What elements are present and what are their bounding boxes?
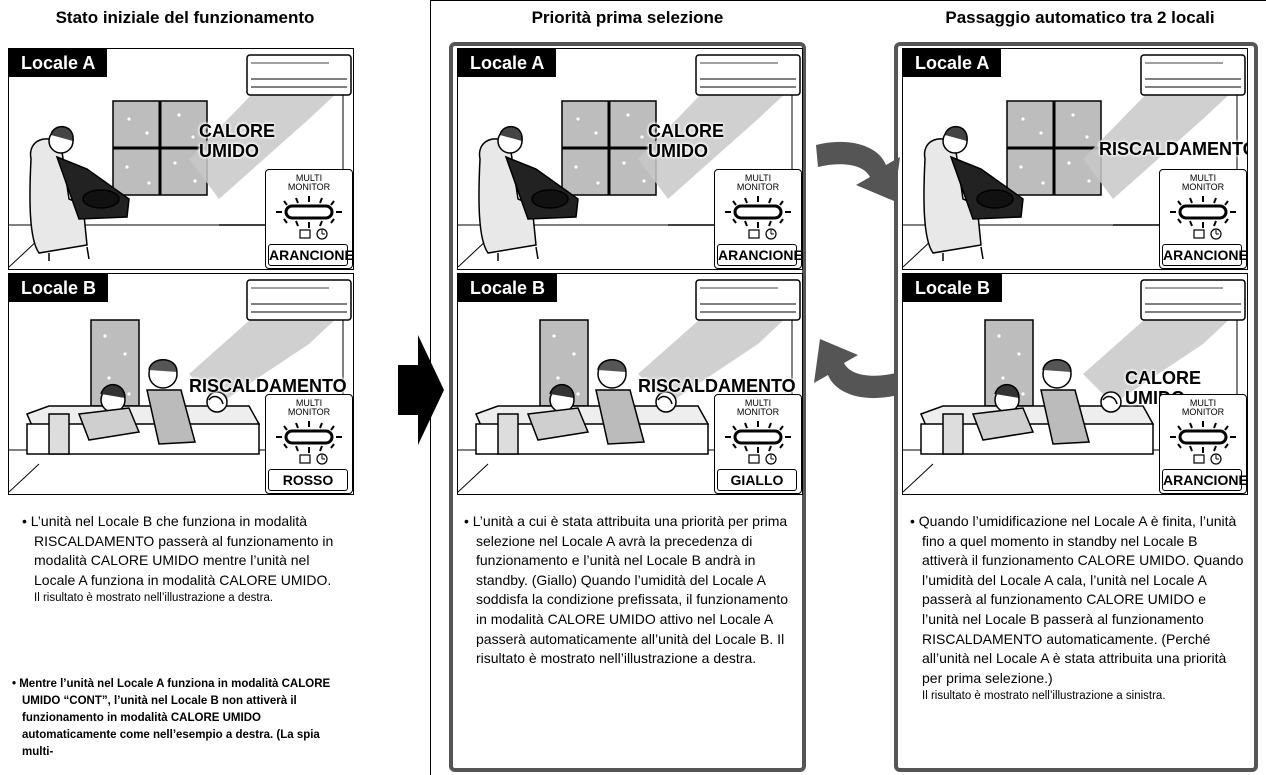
lamp-color-label: ARANCIONE [717, 244, 802, 266]
window-icon [561, 100, 657, 196]
multi-monitor-lamp-icon [276, 421, 342, 465]
room-label: Locale B [9, 274, 109, 302]
multi-monitor-lamp-icon [725, 196, 791, 240]
multi-monitor-panel: MULTI MONITOR GIALLO [714, 394, 802, 494]
airflow-beam [1083, 312, 1233, 404]
person-armchair-icon [29, 126, 265, 261]
room-label: Locale A [9, 49, 108, 77]
airflow-beam [638, 312, 788, 404]
airflow-beam [638, 87, 788, 199]
window-icon [112, 100, 208, 196]
cont-mode-note-text: • Mentre l’unità nel Locale A funziona i… [12, 678, 331, 758]
operation-mode-text: CALORE UMIDO [648, 121, 724, 161]
air-conditioner-icon [1140, 279, 1246, 321]
cont-mode-note: • Mentre l’unità nel Locale A funziona i… [12, 676, 342, 761]
description-2: • L’unità a cui è stata attribuita una p… [464, 512, 794, 669]
operation-mode-text: RISCALDAMENTO [638, 376, 796, 396]
panel-col1-room-b: Locale B RISCALDAMENTO MULTI MONITOR ROS… [8, 273, 354, 495]
operation-mode-text: RISCALDAMENTO [189, 376, 347, 396]
children-bed-icon [25, 359, 261, 455]
panel-col2-room-a: Locale A CALORE UMIDO MULTI MONITOR ARAN… [457, 48, 803, 270]
multi-monitor-lamp-icon [1170, 421, 1236, 465]
multi-monitor-label: MULTI MONITOR [287, 173, 331, 192]
operation-mode-text: CALORE UMIDO [199, 121, 275, 161]
multi-monitor-label: MULTI MONITOR [1181, 398, 1225, 417]
person-armchair-icon [923, 126, 1159, 261]
children-bed-icon [919, 359, 1155, 455]
lamp-color-label: GIALLO [717, 469, 797, 491]
children-bed-icon [474, 359, 710, 455]
window-icon [1006, 100, 1102, 196]
panel-col2-room-b: Locale B RISCALDAMENTO MULTI MONITOR GIA… [457, 273, 803, 495]
curved-arrow-left [814, 339, 898, 399]
lamp-color-label: ROSSO [268, 469, 348, 491]
air-conditioner-icon [695, 279, 801, 321]
multi-monitor-label: MULTI MONITOR [736, 173, 780, 192]
panel-col3-room-a: Locale A RISCALDAMENTO MULTI MONITOR ARA… [902, 48, 1248, 270]
room-label: Locale B [458, 274, 558, 302]
description-1-note: Il risultato è mostrato nell’illustrazio… [34, 592, 274, 605]
description-3-text: • Quando l’umidificazione nel Locale A è… [910, 513, 1244, 686]
column-title-3: Passaggio automatico tra 2 locali [945, 8, 1215, 27]
transition-arrow-right [398, 335, 444, 445]
multi-monitor-label: MULTI MONITOR [287, 398, 331, 417]
multi-monitor-lamp-icon [1170, 196, 1236, 240]
airflow-beam [189, 87, 339, 199]
description-3: • Quando l’umidificazione nel Locale A è… [910, 512, 1244, 705]
description-3-note: Il risultato è mostrato nell’illustrazio… [922, 690, 1166, 703]
curved-arrow-right [816, 141, 900, 201]
person-armchair-icon [478, 126, 714, 261]
operation-mode-text: RISCALDAMENTO [1099, 139, 1248, 159]
description-2-text: • L’unità a cui è stata attribuita una p… [464, 513, 789, 667]
description-1: • L’unità nel Locale B che funziona in m… [22, 512, 352, 607]
multi-monitor-panel: MULTI MONITOR ARANCIONE [714, 169, 802, 269]
air-conditioner-icon [246, 54, 352, 96]
airflow-beam [189, 312, 339, 404]
column-title-1: Stato iniziale del funzionamento [55, 8, 315, 27]
description-1-text: • L’unità nel Locale B che funziona in m… [22, 513, 334, 588]
multi-monitor-lamp-icon [725, 421, 791, 465]
center-column-frame [449, 42, 806, 772]
airflow-beam [1083, 87, 1233, 199]
panel-col3-room-b: Locale B CALORE UMIDO MULTI MONITOR ARAN… [902, 273, 1248, 495]
column-title-2: Priorità prima selezione [531, 8, 724, 27]
multi-monitor-lamp-icon [276, 196, 342, 240]
lamp-color-label: ARANCIONE [268, 244, 353, 266]
room-label: Locale B [903, 274, 1003, 302]
room-label: Locale A [903, 49, 1002, 77]
multi-monitor-panel: MULTI MONITOR ARANCIONE [1159, 394, 1247, 494]
room-label: Locale A [458, 49, 557, 77]
air-conditioner-icon [246, 279, 352, 321]
air-conditioner-icon [1140, 54, 1246, 96]
multi-monitor-panel: MULTI MONITOR ARANCIONE [1159, 169, 1247, 269]
multi-monitor-label: MULTI MONITOR [1181, 173, 1225, 192]
multi-monitor-label: MULTI MONITOR [736, 398, 780, 417]
multi-monitor-panel: MULTI MONITOR ROSSO [265, 394, 353, 494]
air-conditioner-icon [695, 54, 801, 96]
panel-col1-room-a: Locale A CALORE UMIDO MULTI MONITOR ARAN… [8, 48, 354, 270]
lamp-color-label: ARANCIONE [1162, 244, 1247, 266]
multi-monitor-panel: MULTI MONITOR ARANCIONE [265, 169, 353, 269]
right-column-frame [894, 42, 1258, 772]
lamp-color-label: ARANCIONE [1162, 469, 1247, 491]
